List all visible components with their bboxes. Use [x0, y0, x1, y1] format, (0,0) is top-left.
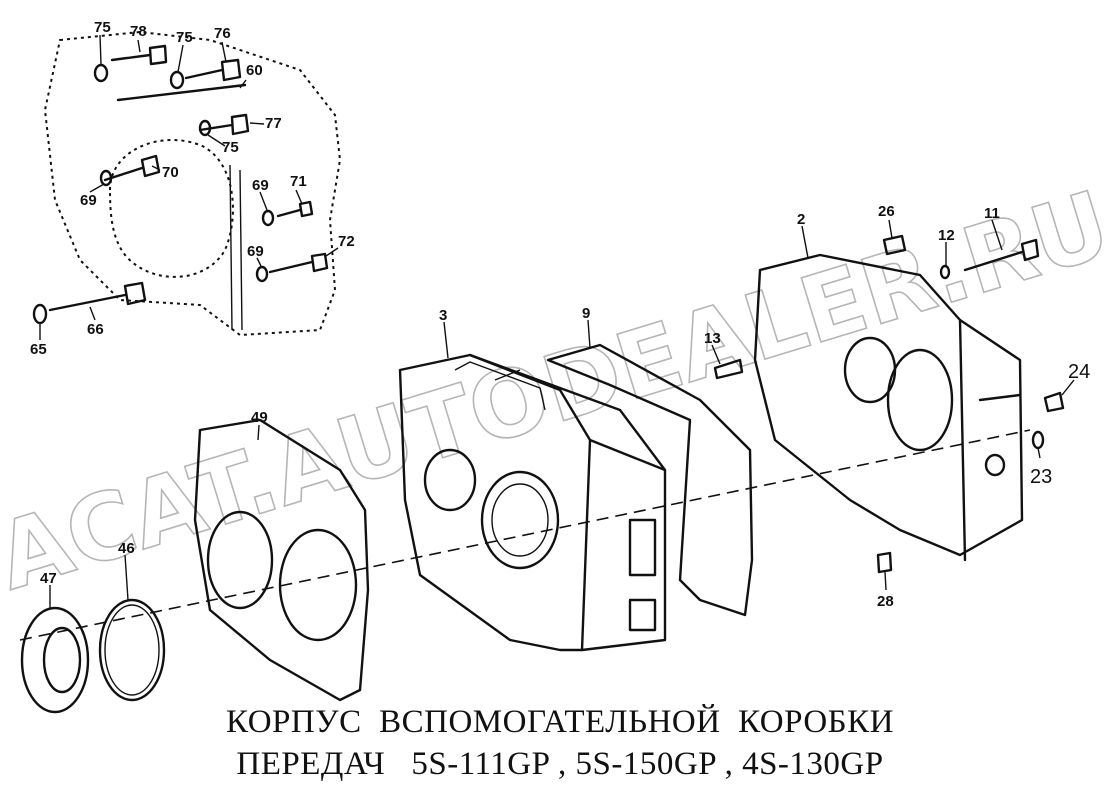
housing-2-large-bore — [886, 348, 954, 452]
washer-69a — [99, 169, 113, 187]
bolt-72 — [268, 252, 329, 274]
housing-3-top-bosses — [454, 361, 546, 411]
callout-66: 66 — [87, 321, 104, 338]
bolt-11 — [963, 238, 1040, 272]
pin-13 — [713, 358, 744, 380]
bolt-71 — [276, 200, 314, 218]
seal-47-inner — [42, 626, 82, 694]
housing-3-slot-b — [628, 598, 657, 632]
ring-23 — [1031, 430, 1045, 450]
callout-11: 11 — [984, 205, 1000, 222]
bolt-76 — [184, 58, 242, 82]
diagram-title-line-2: ПЕРЕДАЧ 5S-111GP , 5S-150GP , 4S-130GP — [236, 746, 884, 782]
gasket-49-outline — [193, 418, 370, 702]
upper-cover-outline — [43, 30, 342, 337]
callout-75-c: 75 — [222, 139, 239, 156]
housing-3-upper-bore — [423, 448, 477, 512]
seal-47 — [20, 606, 90, 714]
stud-60 — [116, 83, 247, 102]
housing-3-slot-a — [628, 518, 657, 577]
callout-labels: 75 78 75 76 60 77 75 70 69 69 71 69 72 6… — [30, 19, 1090, 610]
callout-70: 70 — [162, 164, 179, 181]
callout-69-c: 69 — [247, 243, 264, 260]
housing-2-outline — [753, 253, 1024, 557]
callout-78: 78 — [130, 23, 147, 40]
bolt-70 — [103, 154, 161, 182]
callout-24: 24 — [1068, 361, 1090, 383]
leader-lines — [39, 34, 1075, 608]
gasket-9 — [546, 343, 754, 617]
callout-76: 76 — [214, 25, 231, 42]
callout-9: 9 — [582, 305, 590, 322]
callout-71: 71 — [290, 173, 307, 190]
upper-cover-edge — [229, 164, 243, 331]
housing-3-inner-bore — [491, 483, 549, 557]
callout-69-b: 69 — [252, 177, 269, 194]
washer-75b — [169, 70, 185, 90]
washer-69c — [255, 265, 269, 283]
callout-65: 65 — [30, 341, 47, 358]
callout-72: 72 — [338, 233, 355, 250]
upper-cover-assembly — [32, 30, 342, 337]
callout-26: 26 — [878, 203, 895, 220]
callout-28: 28 — [877, 593, 894, 610]
diagram-title-line-1: КОРПУС ВСПОМОГАТЕЛЬНОЙ КОРОБКИ — [226, 704, 894, 740]
ring-46 — [98, 598, 166, 702]
gasket-49-hole-right — [278, 528, 358, 642]
callout-77: 77 — [265, 115, 282, 132]
bolt-78 — [110, 44, 168, 66]
housing-3-side — [468, 353, 667, 652]
callout-75-b: 75 — [176, 29, 193, 46]
callout-46: 46 — [118, 540, 135, 557]
housing-3-main-bore — [480, 470, 560, 570]
gasket-49-hole-left — [206, 510, 274, 610]
plug-24 — [1043, 391, 1065, 413]
ring-65 — [32, 303, 48, 325]
callout-47: 47 — [40, 570, 57, 587]
bolt-77 — [198, 113, 250, 136]
main-housing-3 — [398, 353, 667, 652]
callout-13: 13 — [704, 330, 721, 347]
housing-2-side-face — [958, 318, 1022, 562]
washer-12 — [939, 264, 951, 280]
housing-2-port — [984, 453, 1006, 477]
callout-12: 12 — [938, 227, 955, 244]
rear-housing-2 — [713, 234, 1065, 574]
callout-3: 3 — [439, 307, 447, 324]
upper-cover-bore — [108, 139, 234, 278]
washer-69b — [261, 209, 275, 227]
callout-49: 49 — [251, 409, 268, 426]
callout-23: 23 — [1030, 466, 1052, 488]
assembly-axis-line — [19, 429, 1031, 641]
gasket-49 — [193, 418, 370, 702]
callout-2: 2 — [797, 211, 805, 228]
ring-46-inner — [104, 604, 160, 696]
washer-75c — [198, 119, 212, 137]
callout-69-a: 69 — [80, 192, 97, 209]
washer-75a — [93, 63, 109, 83]
plug-28 — [876, 551, 893, 574]
callout-60: 60 — [246, 62, 263, 79]
bolt-66 — [48, 281, 147, 312]
plug-26 — [882, 234, 907, 256]
callout-75-a: 75 — [94, 19, 111, 36]
